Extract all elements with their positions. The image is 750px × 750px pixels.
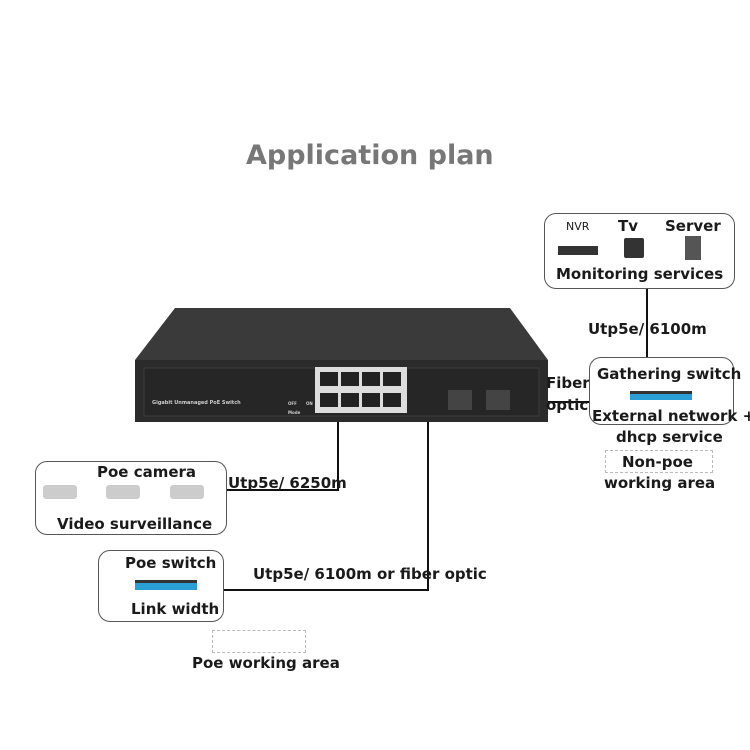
camera-title: Poe camera xyxy=(97,463,197,481)
device-switch-off: OFF xyxy=(288,401,297,406)
server-icon xyxy=(685,236,701,260)
monitoring-caption: Monitoring services xyxy=(556,265,724,283)
gathering-switch-icon xyxy=(630,391,692,400)
line-camera-v xyxy=(337,422,339,491)
gathering-caption-1: External network + xyxy=(592,407,750,425)
line-monitoring-gathering xyxy=(646,288,648,358)
device-label: Gigabit Unmanaged PoE Switch xyxy=(152,400,241,406)
poe-switch-caption: Link width xyxy=(131,600,220,618)
camera-icon xyxy=(106,485,140,499)
line-poe-switch-v xyxy=(427,422,429,591)
server-label: Server xyxy=(665,217,721,235)
fiber-label-2: optic xyxy=(546,396,589,414)
poe-switch-cable-label: Utp5e/ 6100m or fiber optic xyxy=(253,565,487,583)
poe-area-label: Poe working area xyxy=(192,654,340,672)
poe-switch-title: Poe switch xyxy=(125,554,217,572)
tv-icon xyxy=(624,238,644,258)
poe-area-marker xyxy=(212,630,306,653)
fiber-label-1: Fiber xyxy=(546,374,590,392)
camera-caption: Video surveillance xyxy=(57,515,213,533)
gathering-caption-2: dhcp service xyxy=(616,428,723,446)
camera-icon xyxy=(170,485,204,499)
nvr-icon xyxy=(558,246,598,255)
non-poe-label-2: working area xyxy=(604,474,716,492)
uplink-cable-label: Utp5e/ 6100m xyxy=(588,320,707,338)
gathering-title: Gathering switch xyxy=(597,365,742,383)
non-poe-label-1: Non-poe xyxy=(622,453,693,471)
camera-icon xyxy=(43,485,77,499)
line-camera-h xyxy=(226,489,339,491)
device-mode-label: Mode xyxy=(288,410,301,415)
camera-cable-label: Utp5e/ 6250m xyxy=(228,474,347,492)
poe-switch-box xyxy=(98,550,224,622)
poe-switch-device-image xyxy=(135,308,548,422)
poe-switch-icon xyxy=(135,580,197,590)
nvr-label: NVR xyxy=(566,220,590,233)
non-poe-area-marker xyxy=(605,450,713,473)
line-fiber xyxy=(548,401,590,403)
page-title: Application plan xyxy=(246,140,494,171)
device-switch-on: ON xyxy=(306,401,313,406)
tv-label: Tv xyxy=(618,217,639,235)
line-poe-switch-h xyxy=(222,589,429,591)
